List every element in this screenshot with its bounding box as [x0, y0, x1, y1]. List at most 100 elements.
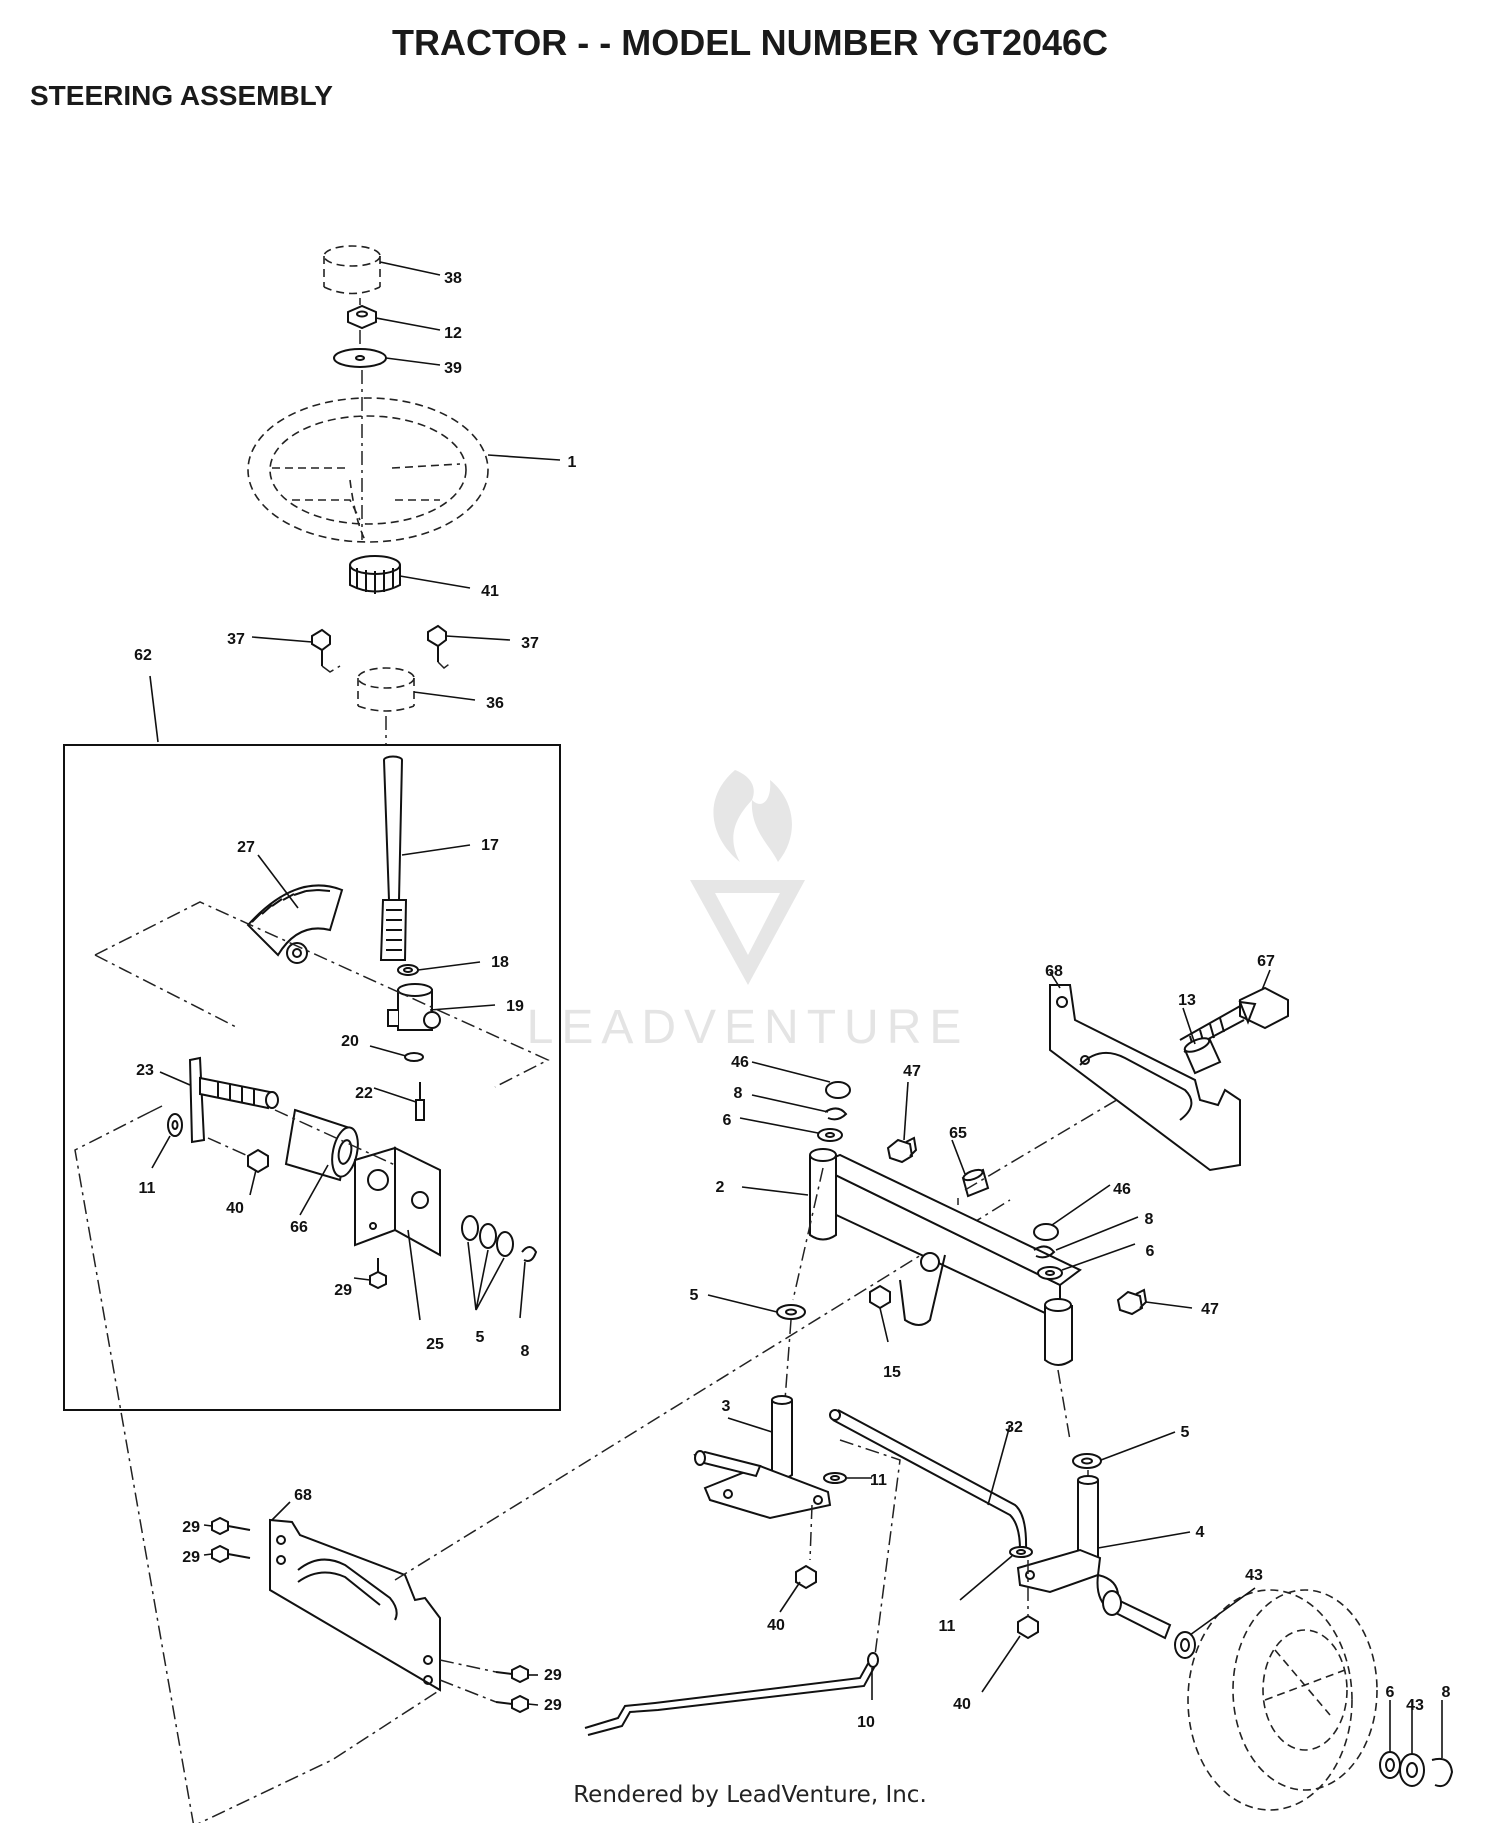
callout-40-a: 40 [226, 1200, 244, 1217]
callout-46-a: 46 [731, 1054, 749, 1071]
callout-37-left: 37 [227, 631, 245, 648]
leader-lines [149, 261, 1443, 1758]
callout-18: 18 [491, 954, 509, 971]
part-22-screw [415, 1082, 425, 1121]
callout-11-a: 11 [139, 1180, 156, 1197]
part-43-washer-a [1174, 1631, 1196, 1659]
part-17-steering-shaft [379, 755, 408, 961]
callout-labels: 38 12 39 1 41 37 37 62 36 17 27 18 19 20… [134, 270, 1450, 1731]
part-40-nut-c [1017, 1614, 1039, 1640]
wheel-tire [1187, 1589, 1378, 1811]
callout-32: 32 [1005, 1419, 1023, 1436]
callout-15: 15 [883, 1364, 901, 1381]
v-logo-shape [690, 880, 805, 985]
callout-36: 36 [486, 695, 504, 712]
part-18-washer [397, 964, 419, 976]
callout-1: 1 [568, 454, 577, 471]
part-20-washer [404, 1052, 424, 1062]
part-29-bolt-a [369, 1258, 387, 1290]
assembly-62-box [63, 744, 561, 1411]
part-5-washers-a [461, 1215, 514, 1257]
part-11-washer-c [1009, 1546, 1033, 1558]
callout-17: 17 [481, 837, 499, 854]
part-37-bolt-right [427, 624, 447, 662]
callout-20: 20 [341, 1033, 359, 1050]
part-39-washer [333, 348, 387, 368]
callout-5-c: 5 [1181, 1424, 1190, 1441]
part-8-clip-d [1431, 1757, 1454, 1788]
callout-8-c: 8 [1145, 1211, 1154, 1228]
callout-22: 22 [355, 1085, 373, 1102]
callout-12: 12 [444, 325, 462, 342]
part-15-nut [869, 1284, 891, 1310]
callout-6-b: 6 [1146, 1243, 1155, 1260]
callout-6-c: 6 [1386, 1684, 1395, 1701]
callout-39: 39 [444, 360, 462, 377]
part-3-spindle-left [693, 1395, 832, 1520]
part-2-front-axle [809, 1148, 1082, 1366]
part-8-clip-b [824, 1107, 848, 1121]
part-19-bracket [387, 983, 441, 1031]
callout-68-lower: 68 [294, 1487, 312, 1504]
callout-25: 25 [426, 1336, 444, 1353]
callout-27: 27 [237, 839, 255, 856]
part-5-washer-b [776, 1304, 806, 1320]
part-23-pitman-shaft [188, 1056, 279, 1144]
callout-37-right: 37 [521, 635, 539, 652]
part-13-spacer [1183, 1037, 1222, 1075]
callout-3: 3 [722, 1398, 731, 1415]
part-67-bolt [1179, 986, 1289, 1053]
callout-43-a: 43 [1245, 1567, 1263, 1584]
callout-66: 66 [290, 1219, 308, 1236]
part-8-clip-c [1033, 1245, 1056, 1259]
part-36-adapter [357, 667, 415, 712]
callout-4: 4 [1196, 1524, 1205, 1541]
callout-8-a: 8 [521, 1343, 530, 1360]
part-6-washer-a [817, 1128, 843, 1142]
callout-8-b: 8 [734, 1085, 743, 1102]
part-68-bracket-upper [1049, 984, 1241, 1172]
part-46-cap-b [1033, 1223, 1059, 1241]
part-47-fitting-a [886, 1136, 918, 1164]
part-4-spindle-right [1016, 1475, 1172, 1640]
part-25-bracket [354, 1146, 441, 1257]
part-68-bracket-lower [269, 1518, 441, 1692]
part-8-clip-a [521, 1246, 538, 1262]
flame-logo-icon [713, 770, 792, 862]
callout-10: 10 [857, 1714, 875, 1731]
callout-29-e: 29 [544, 1697, 562, 1714]
watermark: LEADVENTURE [527, 770, 961, 1054]
callout-2: 2 [716, 1179, 725, 1196]
part-6-washer-c [1379, 1751, 1401, 1779]
part-41-hub [349, 555, 401, 594]
callout-29-a: 29 [334, 1282, 352, 1299]
callout-43-b: 43 [1406, 1697, 1424, 1714]
part-6-washer-b [1037, 1266, 1063, 1280]
callout-11-b: 11 [870, 1472, 887, 1489]
callout-47-a: 47 [903, 1063, 921, 1080]
part-12-nut [347, 304, 377, 330]
part-11-washer-a [167, 1113, 183, 1137]
part-40-nut-a [247, 1148, 269, 1174]
part-5-washer-c [1072, 1453, 1102, 1469]
part-47-fitting-b [1116, 1288, 1148, 1316]
section-title: STEERING ASSEMBLY [30, 80, 333, 111]
callout-11-c: 11 [939, 1618, 956, 1635]
callout-41: 41 [481, 583, 499, 600]
part-32-drag-link [829, 1409, 1029, 1558]
callout-29-d: 29 [544, 1667, 562, 1684]
part-11-washer-b [823, 1472, 847, 1484]
part-65-bushing [961, 1168, 990, 1198]
callout-19: 19 [506, 998, 524, 1015]
part-66-spacer [284, 1108, 359, 1182]
callout-47-b: 47 [1201, 1301, 1219, 1318]
callout-40-b: 40 [767, 1617, 785, 1634]
callout-68-upper: 68 [1045, 963, 1063, 980]
callout-62: 62 [134, 647, 152, 664]
callout-5-b: 5 [690, 1287, 699, 1304]
page-title: TRACTOR - - MODEL NUMBER YGT2046C [391, 22, 1109, 63]
callout-6-a: 6 [723, 1112, 732, 1129]
part-40-nut-b [795, 1564, 817, 1590]
callout-5-a: 5 [476, 1329, 485, 1346]
